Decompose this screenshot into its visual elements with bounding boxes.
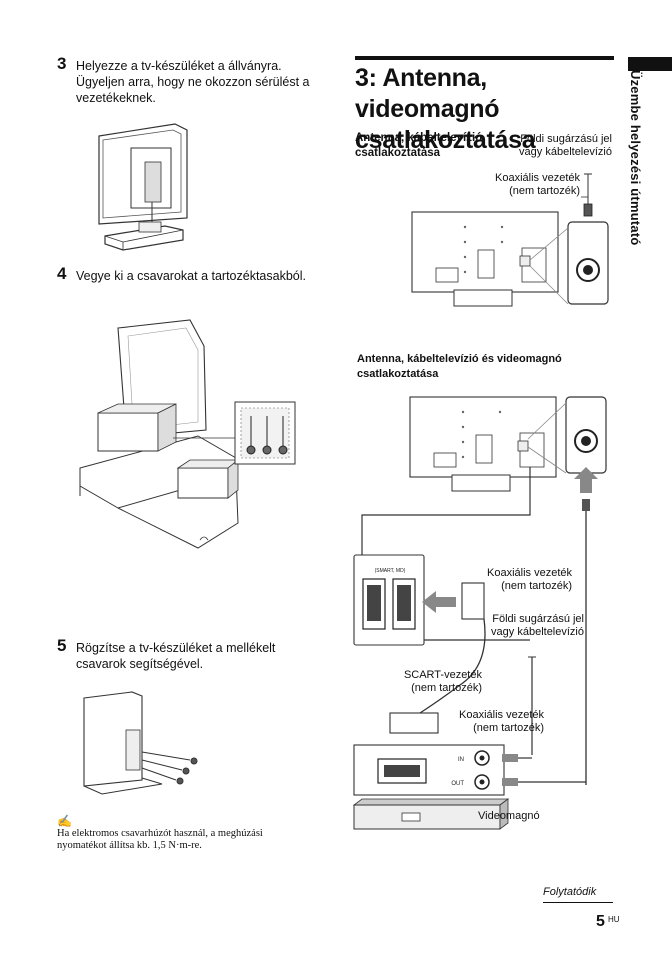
section2-source-label: Földi sugárzású jel vagy kábeltelevízió [491,613,584,638]
note-text: Ha elektromos csavarhúzót használ, a meg… [57,828,263,851]
section1-diagram [411,173,609,307]
page-suffix: HU [608,915,620,924]
step-4-number: 4 [57,264,67,283]
continued-rule [543,902,613,903]
section2-diagram: (SMART, MD) IN OUT [352,396,607,830]
vcr-label: Videomagnó [478,810,540,822]
page-title: 3: Antenna, videomagnó csatlakoztatása [355,64,536,154]
step-5-number: 5 [57,636,67,655]
vcr-in-label: IN [458,757,464,763]
step-3-number: 3 [57,54,67,73]
scart-cable-label: SCART-vezeték (nem tartozék) [403,669,482,694]
sidebar-label: Üzembe helyezési útmutató [628,70,643,246]
sidebar-tab [628,57,672,71]
continued-label: Folytatódik [543,886,597,898]
step-3-text: Helyezze a tv-készüléket a állványra. Üg… [76,59,310,105]
section1-cable-label: Koaxiális vezeték (nem tartozék) [495,172,580,197]
vcr-out-label: OUT [451,781,464,787]
section1-source-label: Földi sugárzású jel vagy kábeltelevízió [519,133,612,158]
section1-heading: Antenna, kábeltelevízió csatlakoztatása [355,132,483,159]
step-4-text: Vegye ki a csavarokat a tartozéktasakból… [76,269,306,283]
tv-on-stand-illustration [98,123,188,251]
accessory-box-illustration [79,319,296,549]
title-rule [355,56,614,60]
coax2-label: Koaxiális vezeték (nem tartozék) [459,709,544,734]
tv-screws-illustration [83,691,198,795]
smartlink-label: (SMART, MD) [375,568,406,574]
step-5-text: Rögzítse a tv-készüléket a mellékelt csa… [76,641,276,671]
section2-heading: Antenna, kábeltelevízió és videomagnó cs… [357,353,562,380]
coax1-label: Koaxiális vezeték (nem tartozék) [487,567,572,592]
page-number: 5 [596,913,605,930]
note-pencil-icon: ✍ [57,814,72,828]
